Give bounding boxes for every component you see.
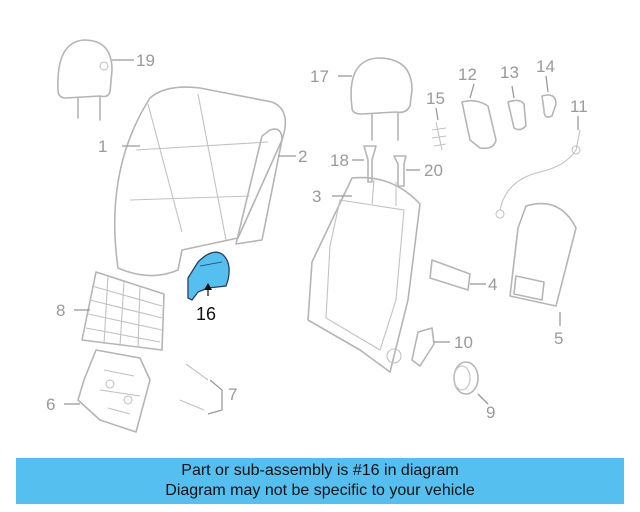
leader-lines — [64, 59, 579, 405]
callout-19: 18 — [330, 151, 349, 170]
headrest-left — [57, 39, 113, 121]
callout-20: 20 — [424, 161, 443, 180]
tension-springs — [179, 363, 223, 415]
callout-11: 11 — [570, 97, 588, 116]
banner-line-2: Diagram may not be specific to your vehi… — [165, 482, 475, 499]
callout-9: 9 — [486, 403, 495, 422]
part-16-highlighted — [187, 251, 230, 301]
callout-18: 19 — [136, 51, 155, 70]
spring-mat — [81, 271, 165, 351]
headrest-guides — [363, 145, 407, 187]
callout-15: 15 — [426, 89, 445, 108]
callout-1: 1 — [98, 137, 107, 156]
callout-4: 4 — [488, 275, 497, 294]
callout-10: 10 — [454, 333, 473, 352]
callout-3: 3 — [312, 187, 321, 206]
banner-line-1: Part or sub-assembly is #16 in diagram — [181, 462, 459, 479]
callout-16-highlighted: 16 — [196, 304, 216, 324]
callout-6: 6 — [46, 395, 55, 414]
callout-12: 12 — [458, 65, 477, 84]
back-panel — [509, 202, 577, 307]
callout-8: 8 — [56, 301, 65, 320]
recline-knob — [453, 361, 479, 395]
recline-lever — [411, 327, 435, 367]
callout-7: 7 — [228, 385, 237, 404]
spring-15 — [431, 121, 447, 151]
lumbar-support — [77, 349, 151, 433]
callout-14: 14 — [536, 57, 555, 76]
seat-back-cushion — [113, 86, 287, 277]
callout-2: 2 — [298, 147, 307, 166]
part-4-pad — [429, 259, 471, 291]
seat-back-frame — [307, 176, 421, 373]
callout-5: 5 — [554, 329, 563, 348]
info-banner: Part or sub-assembly is #16 in diagram D… — [16, 458, 624, 504]
callout-13: 13 — [500, 63, 519, 82]
recliner-handles — [461, 94, 557, 150]
callout-17: 17 — [310, 67, 329, 86]
side-panel — [235, 128, 283, 245]
headrest-center — [350, 57, 413, 141]
release-cable — [495, 129, 581, 219]
parts-diagram: 19 1 2 3 4 5 6 7 8 9 10 11 12 13 14 15 1… — [46, 39, 588, 433]
